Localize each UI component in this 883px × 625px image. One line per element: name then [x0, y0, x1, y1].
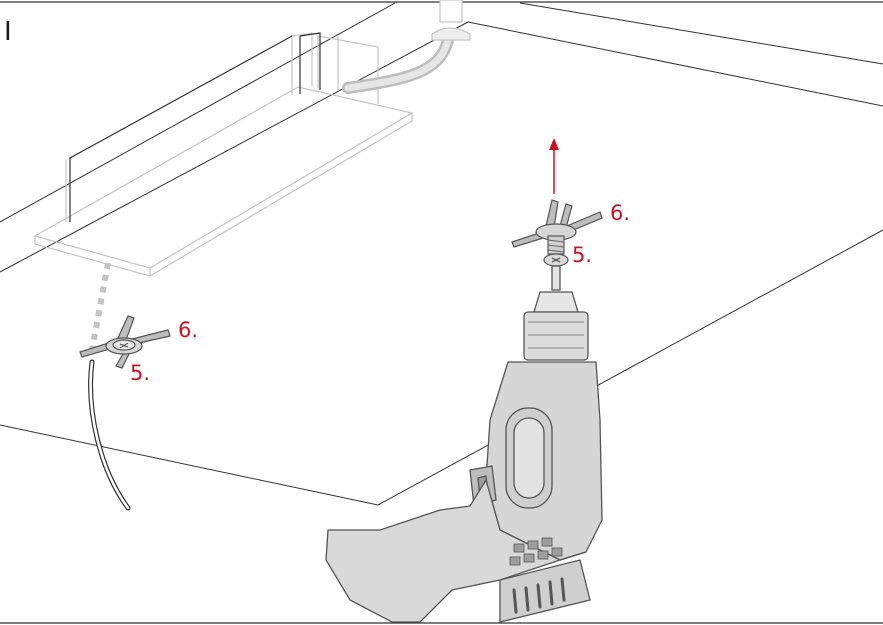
arrow-up-icon	[549, 138, 559, 194]
panel-letter: I	[4, 17, 12, 47]
toggle-anchor-with-screw-icon	[511, 199, 603, 267]
power-drill-icon	[325, 265, 603, 623]
mounting-channel	[69, 32, 321, 222]
toggle-anchor-icon	[79, 315, 171, 369]
ceiling-outline	[0, 2, 883, 506]
light-fixture-outline	[33, 32, 414, 277]
right-screw-number: 5.	[572, 243, 592, 267]
dotted-guide-line	[89, 262, 111, 351]
left-anchor-number: 6.	[178, 318, 198, 342]
ceiling-cable	[342, 0, 471, 94]
right-anchor-number: 6.	[610, 201, 630, 225]
left-screw-number: 5.	[130, 361, 150, 385]
